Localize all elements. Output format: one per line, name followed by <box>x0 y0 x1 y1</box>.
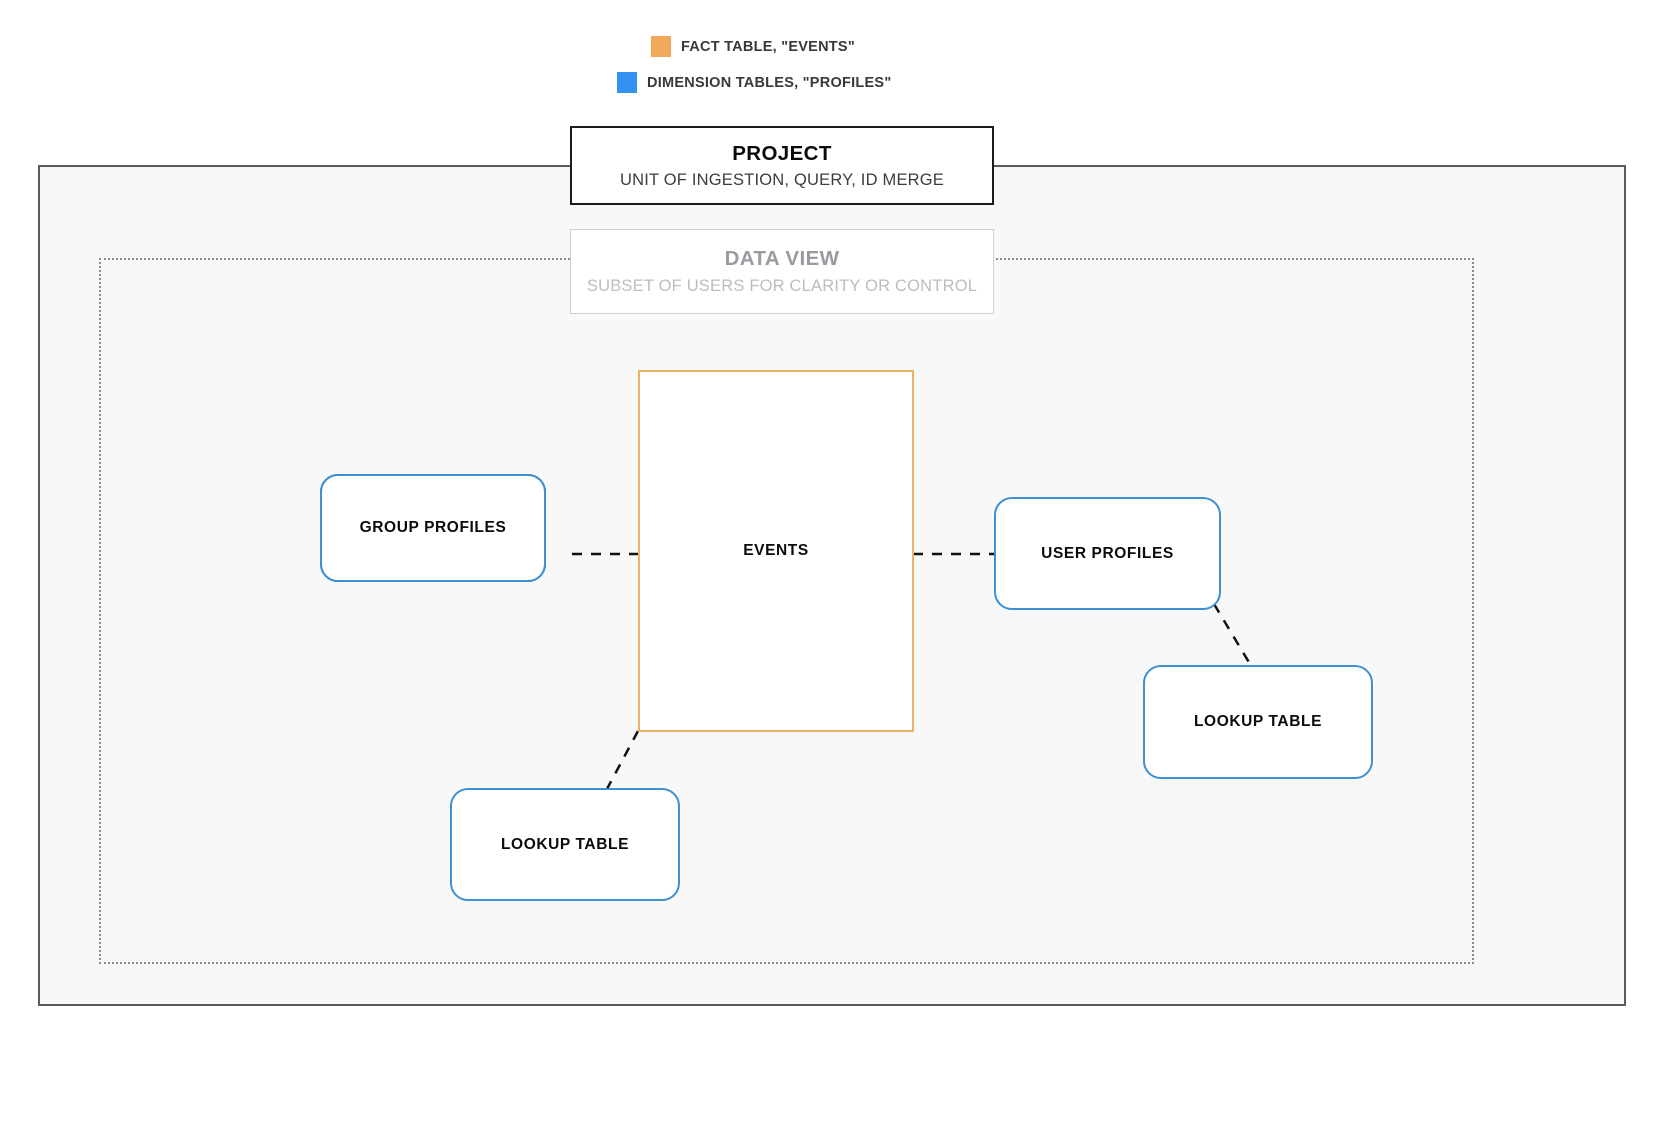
orange-square-swatch <box>651 36 671 57</box>
lookup-table-left-label: LOOKUP TABLE <box>500 835 630 853</box>
lookup-table-left-node[interactable]: LOOKUP TABLE <box>450 788 680 901</box>
lookup-table-right-label: LOOKUP TABLE <box>1193 713 1323 730</box>
blue-square-swatch <box>617 72 637 93</box>
user-profiles-node-label: USER PROFILES <box>1041 544 1174 562</box>
data-view-title: DATA VIEW <box>724 247 840 270</box>
project-title: PROJECT <box>732 141 832 165</box>
legend-item-dimension-tables: DIMENSION TABLES, "PROFILES" <box>617 72 891 93</box>
events-fact-table-node[interactable]: EVENTS <box>638 370 914 732</box>
events-node-label: EVENTS <box>743 542 809 559</box>
legend-item-fact-table: FACT TABLE, "EVENTS" <box>651 36 855 57</box>
user-profiles-node[interactable]: USER PROFILES <box>994 497 1221 610</box>
project-title-box: PROJECT UNIT OF INGESTION, QUERY, ID MER… <box>570 126 994 205</box>
project-subtitle: UNIT OF INGESTION, QUERY, ID MERGE <box>619 170 944 189</box>
group-profiles-stack[interactable]: GROUP PROFILES <box>320 474 572 608</box>
data-view-title-box: DATA VIEW SUBSET OF USERS FOR CLARITY OR… <box>570 229 994 314</box>
lookup-table-right-node[interactable]: LOOKUP TABLE <box>1143 665 1373 779</box>
data-view-subtitle: SUBSET OF USERS FOR CLARITY OR CONTROL <box>586 277 978 295</box>
group-profiles-node-label: GROUP PROFILES <box>359 519 507 536</box>
legend-label-fact-table: FACT TABLE, "EVENTS" <box>681 38 855 55</box>
group-profiles-node[interactable]: GROUP PROFILES <box>320 474 546 582</box>
legend-label-dimension-tables: DIMENSION TABLES, "PROFILES" <box>647 74 892 91</box>
